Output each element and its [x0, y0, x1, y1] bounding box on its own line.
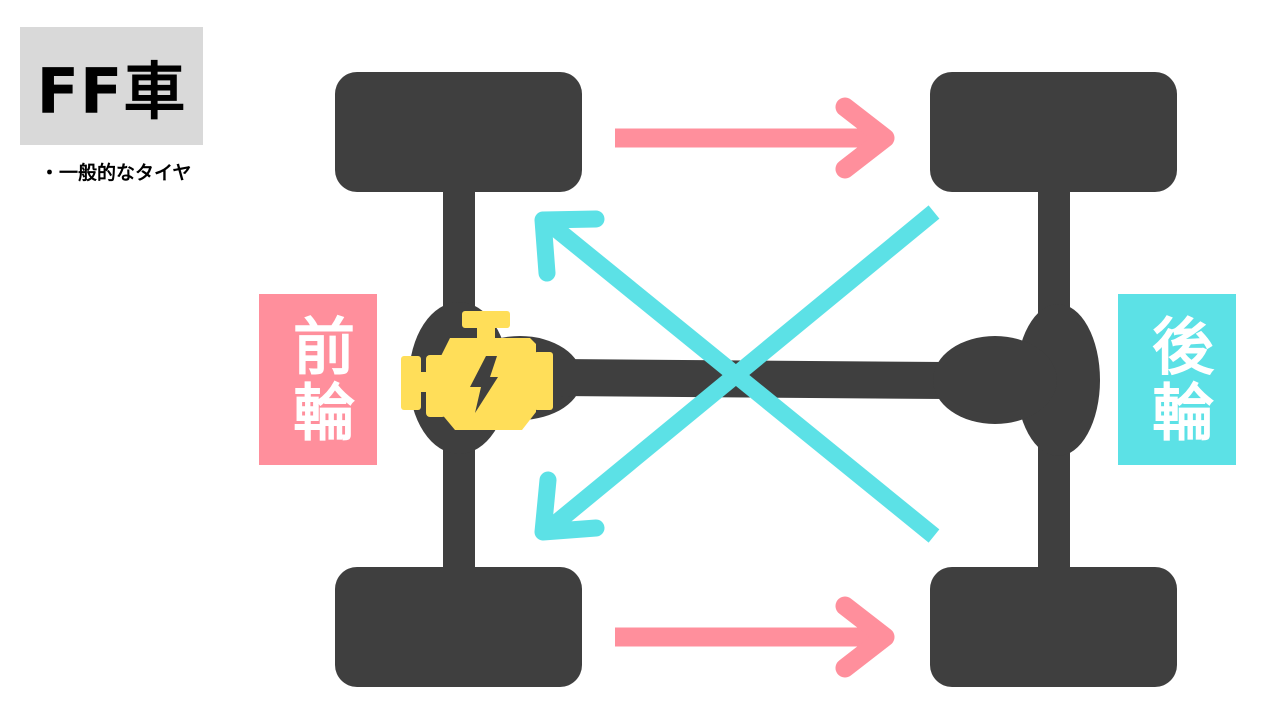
- lightning-icon: [470, 356, 498, 413]
- rear-wheel-text: 後輪: [1141, 313, 1214, 446]
- arrow-top-pink: [615, 97, 895, 179]
- arrow-bottom-pink: [615, 596, 895, 678]
- wheel-front-right: [335, 567, 582, 687]
- wheel-rear-left: [930, 72, 1177, 192]
- wheel-front-left: [335, 72, 582, 192]
- rear-diff-bulge: [933, 336, 1057, 424]
- title: FF車: [36, 55, 187, 128]
- rear-differential: [1016, 304, 1100, 456]
- title-box: FF車: [20, 27, 203, 145]
- front-wheel-text: 前輪: [282, 313, 355, 446]
- front-wheel-label: 前輪: [259, 294, 377, 465]
- arrow-cross-to-front-right: [534, 205, 940, 541]
- wheel-rear-right: [930, 567, 1177, 687]
- rear-wheel-label: 後輪: [1118, 294, 1236, 465]
- bullet-text: ・一般的なタイヤ: [40, 162, 192, 184]
